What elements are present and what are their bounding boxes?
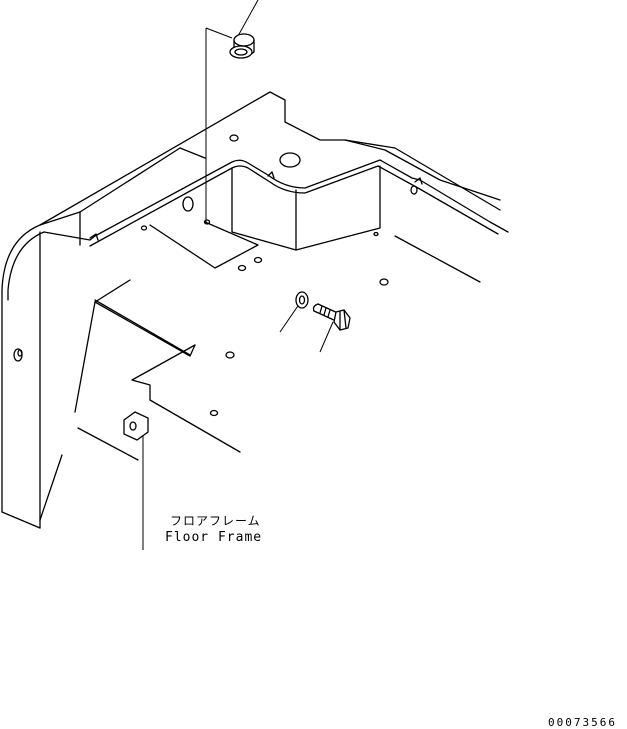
part-name-en-label: Floor Frame bbox=[165, 530, 263, 545]
plug-cap-icon bbox=[229, 33, 255, 59]
bolt-icon bbox=[312, 303, 351, 331]
washer-icon bbox=[295, 291, 309, 309]
frame-outline bbox=[1, 0, 509, 550]
drawing-number: 00073566 bbox=[548, 716, 617, 729]
flange-tabs bbox=[89, 171, 423, 241]
part-name-jp-label: フロアフレーム bbox=[170, 514, 261, 528]
frame-holes bbox=[13, 134, 418, 417]
bracket-tab-icon bbox=[123, 411, 149, 441]
